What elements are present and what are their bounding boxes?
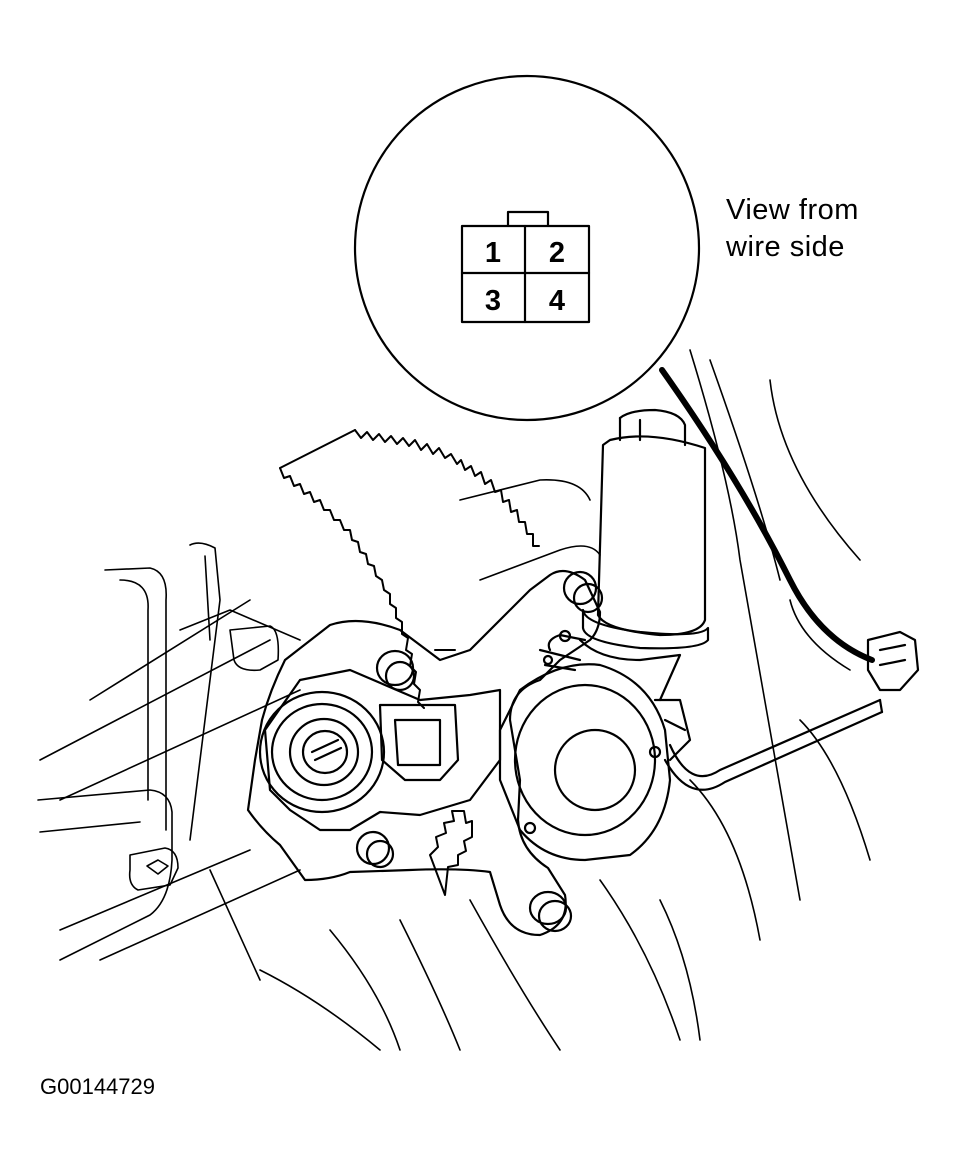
callout-label-line1: View from	[726, 194, 859, 226]
bolt-lower-right	[528, 890, 573, 933]
connector-latch	[506, 210, 550, 229]
bolt-upper-center	[375, 649, 416, 692]
callout-label-line2: wire side	[726, 231, 845, 263]
wire-harness	[663, 630, 920, 791]
door-panel-lines	[37, 349, 871, 1051]
mounting-bolts	[355, 570, 662, 933]
pin-1: 1	[485, 237, 501, 269]
window-motor	[578, 408, 710, 702]
regulator-base-plate	[246, 569, 602, 937]
gear-housing	[498, 633, 692, 862]
bolt-upper-right	[562, 570, 604, 614]
pin-3: 3	[485, 285, 501, 317]
callout-label: View from wire side	[726, 192, 859, 266]
connector-callout: 1 2 3 4	[353, 74, 701, 422]
figure-id: G00144729	[40, 1074, 155, 1099]
cable-drum	[258, 690, 386, 814]
callout-leader-line	[659, 367, 875, 663]
pin-4: 4	[549, 285, 565, 317]
pin-2: 2	[549, 237, 565, 269]
motor-connector	[866, 630, 920, 692]
sector-gear-teeth	[279, 429, 540, 896]
bolt-lower-left	[355, 830, 395, 869]
